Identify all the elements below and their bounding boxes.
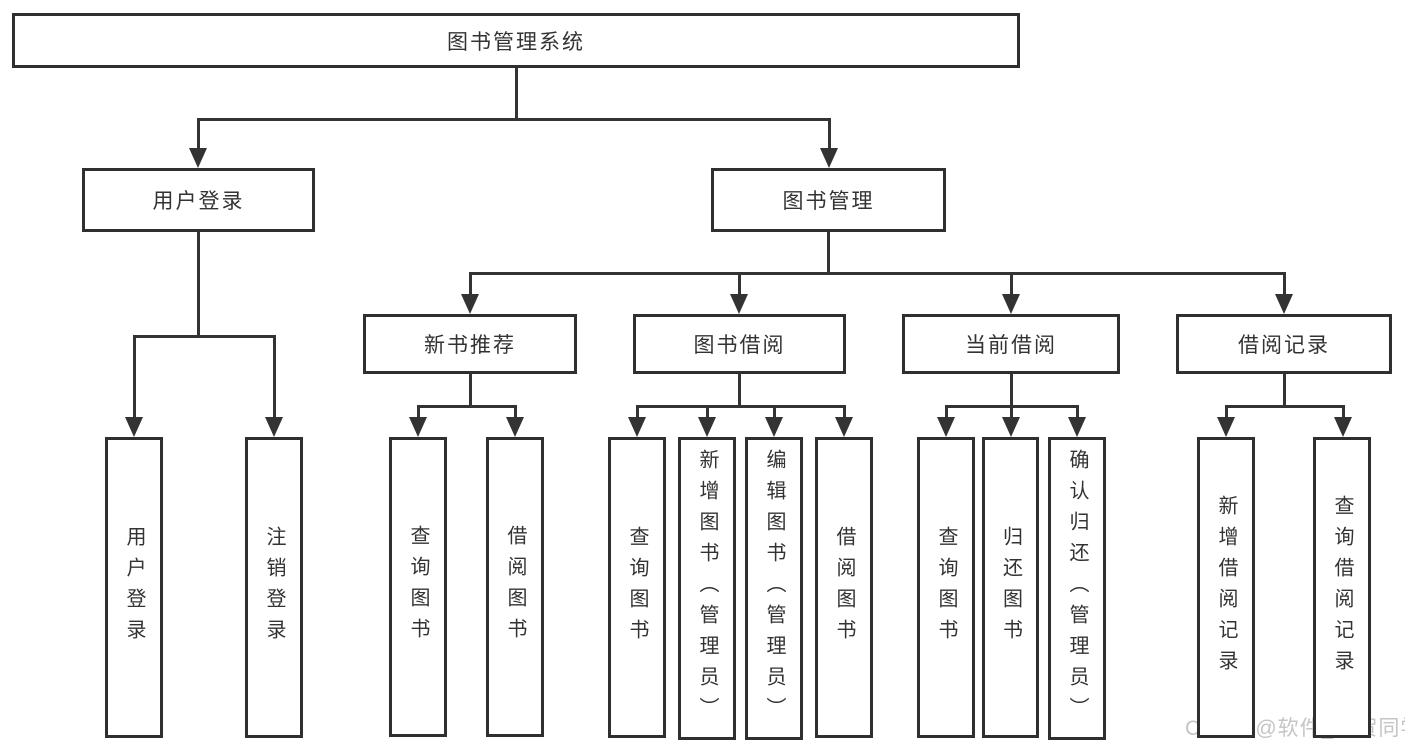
- node-edit-books-admin-label: 编辑图书（管理员）: [763, 449, 785, 728]
- node-borrow-books-leaf-label: 借阅图书: [833, 525, 855, 650]
- node-edit-books-admin: 编辑图书（管理员）: [745, 437, 803, 740]
- node-user-login-leaf-label: 用户登录: [123, 525, 145, 650]
- node-query-books-borrow-label: 查询图书: [626, 525, 648, 650]
- node-current-borrow-label: 当前借阅: [965, 334, 1057, 357]
- arrow-down-icon: [409, 417, 427, 437]
- node-query-borrow-record-label: 查询借阅记录: [1331, 494, 1353, 681]
- connector-current-drop-3: [1075, 405, 1079, 421]
- connector-current-drop-1: [944, 405, 948, 421]
- arrow-down-icon: [1002, 417, 1020, 437]
- arrow-down-icon: [1275, 294, 1293, 314]
- connector-mgmt-drop-1: [468, 272, 472, 298]
- connector-mgmt-stem: [826, 232, 830, 275]
- connector-borrow-drop-4: [842, 405, 846, 421]
- connector-root-stem: [514, 68, 518, 118]
- node-new-book-recommend: 新书推荐: [363, 314, 577, 374]
- connector-mgmt-drop-3: [1009, 272, 1013, 298]
- node-query-books-current-label: 查询图书: [935, 525, 957, 650]
- arrow-down-icon: [1002, 294, 1020, 314]
- node-system-label: 图书管理系统: [447, 30, 585, 54]
- node-add-books-admin: 新增图书（管理员）: [678, 437, 736, 740]
- arrow-down-icon: [506, 417, 524, 437]
- connector-mgmt-drop-2: [737, 272, 741, 298]
- node-borrow-books-recommend: 借阅图书: [486, 437, 544, 737]
- node-logout-leaf-label: 注销登录: [263, 525, 285, 650]
- node-query-borrow-record: 查询借阅记录: [1313, 437, 1371, 738]
- connector-records-drop-1: [1224, 405, 1228, 421]
- connector-borrow-drop-3: [772, 405, 776, 421]
- node-borrow-records: 借阅记录: [1176, 314, 1392, 374]
- arrow-down-icon: [189, 148, 207, 168]
- node-logout-leaf: 注销登录: [245, 437, 303, 738]
- connector-recommend-drop-1: [416, 405, 420, 421]
- node-confirm-return-admin-label: 确认归还（管理员）: [1066, 449, 1088, 728]
- arrow-down-icon: [835, 417, 853, 437]
- node-book-management: 图书管理: [711, 168, 946, 232]
- arrow-down-icon: [1068, 417, 1086, 437]
- node-borrow-records-label: 借阅记录: [1238, 334, 1330, 357]
- node-query-books-current: 查询图书: [917, 437, 975, 738]
- arrow-down-icon: [820, 148, 838, 168]
- arrow-down-icon: [698, 417, 716, 437]
- connector-records-drop-2: [1341, 405, 1345, 421]
- connector-borrow-drop-1: [635, 405, 639, 421]
- connector-login-drop-1: [132, 335, 136, 421]
- node-book-management-label: 图书管理: [782, 190, 875, 213]
- connector-borrow-drop-2: [705, 405, 709, 421]
- node-borrow-books-leaf: 借阅图书: [815, 437, 873, 738]
- connector-mgmt-drop-4: [1282, 272, 1286, 298]
- node-return-books: 归还图书: [982, 437, 1039, 738]
- connector-borrow-branch: [635, 405, 846, 408]
- arrow-down-icon: [730, 294, 748, 314]
- node-user-login: 用户登录: [82, 168, 315, 232]
- connector-root-drop-left: [196, 118, 200, 152]
- arrow-down-icon: [765, 417, 783, 437]
- connector-login-branch: [132, 335, 276, 338]
- connector-login-stem: [196, 232, 200, 337]
- node-user-login-label: 用户登录: [152, 190, 245, 213]
- node-query-books-borrow: 查询图书: [608, 437, 666, 738]
- connector-current-drop-2: [1009, 405, 1013, 421]
- connector-current-stem: [1009, 374, 1013, 408]
- node-borrow-books-recommend-label: 借阅图书: [504, 525, 526, 649]
- connector-borrow-stem: [738, 374, 741, 408]
- connector-recommend-branch: [416, 405, 517, 408]
- arrow-down-icon: [125, 417, 143, 437]
- node-current-borrow: 当前借阅: [902, 314, 1120, 374]
- arrow-down-icon: [1334, 417, 1352, 437]
- arrow-down-icon: [461, 294, 479, 314]
- connector-login-drop-2: [272, 335, 276, 421]
- connector-root-branch: [196, 118, 831, 121]
- connector-records-stem: [1282, 374, 1286, 408]
- node-add-borrow-record-label: 新增借阅记录: [1215, 494, 1237, 681]
- node-add-borrow-record: 新增借阅记录: [1197, 437, 1255, 738]
- node-return-books-label: 归还图书: [999, 525, 1022, 650]
- node-user-login-leaf: 用户登录: [105, 437, 163, 738]
- node-add-books-admin-label: 新增图书（管理员）: [696, 449, 718, 728]
- node-book-borrow: 图书借阅: [633, 314, 846, 374]
- arrow-down-icon: [628, 417, 646, 437]
- arrow-down-icon: [1217, 417, 1235, 437]
- node-system: 图书管理系统: [12, 13, 1020, 68]
- node-book-borrow-label: 图书借阅: [693, 334, 786, 357]
- node-query-books-recommend-label: 查询图书: [407, 525, 429, 649]
- connector-recommend-drop-2: [513, 405, 517, 421]
- arrow-down-icon: [265, 417, 283, 437]
- connector-root-drop-right: [827, 118, 831, 152]
- node-new-book-recommend-label: 新书推荐: [424, 334, 516, 357]
- node-query-books-recommend: 查询图书: [389, 437, 447, 737]
- arrow-down-icon: [937, 417, 955, 437]
- connector-mgmt-branch: [468, 272, 1286, 275]
- connector-records-branch: [1224, 405, 1345, 408]
- node-confirm-return-admin: 确认归还（管理员）: [1048, 437, 1106, 740]
- connector-recommend-stem: [468, 374, 472, 408]
